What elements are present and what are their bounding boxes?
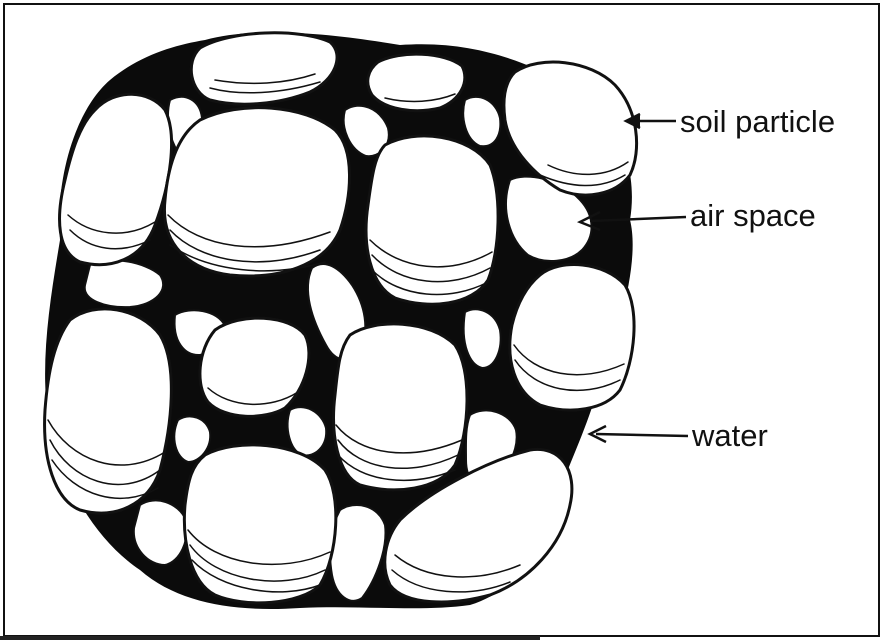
soil-particle xyxy=(510,265,634,410)
water-label: water xyxy=(692,420,768,451)
air-space-label: air space xyxy=(690,200,816,231)
soil-particle xyxy=(334,324,467,490)
soil-particle xyxy=(45,309,172,513)
soil-particle xyxy=(366,136,498,304)
soil-particle xyxy=(184,445,335,603)
soil-particle xyxy=(164,108,349,276)
soil-particle-label: soil particle xyxy=(680,106,835,137)
soil-particle xyxy=(200,318,309,416)
water-pointer xyxy=(596,434,688,436)
